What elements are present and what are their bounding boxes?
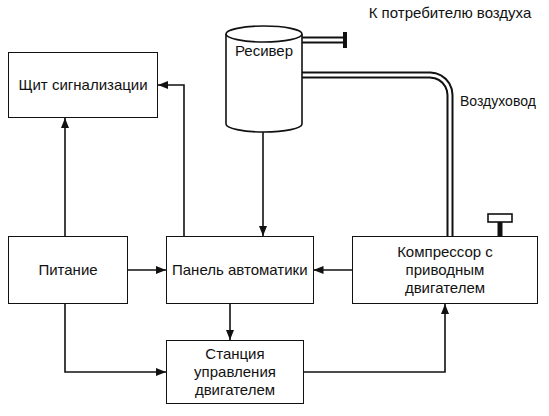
outlet-pipe (300, 37, 345, 44)
compressor-box: Компрессор с приводным двигателем (352, 236, 538, 304)
node-label: Ресивер (235, 42, 293, 60)
valve-stem (498, 222, 503, 236)
automation-panel: Панель автоматики (166, 236, 314, 304)
node-label: Компрессор с приводным двигателем (370, 243, 520, 297)
signal-arrow (314, 270, 352, 271)
node-label: Питание (38, 261, 97, 279)
outlet-pipe-inner (300, 39, 344, 42)
power-supply: Питание (8, 236, 128, 304)
signal-arrow (65, 118, 66, 236)
duct-label: Воздуховод (460, 92, 536, 110)
signal-arrow (263, 132, 264, 236)
motor-control-station: Станция управления двигателем (166, 340, 304, 404)
cylinder-outline (226, 26, 302, 132)
node-label: Панель автоматики (172, 261, 308, 279)
alarm-panel: Щит сигнализации (8, 52, 158, 118)
signal-arrow (304, 304, 445, 372)
signal-arrow (230, 304, 231, 340)
node-label: Станция управления двигателем (175, 345, 295, 399)
receiver-tank: Ресивер (226, 26, 302, 132)
pipe-flange (343, 32, 347, 48)
consumer-label: К потребителю воздуха (360, 4, 540, 22)
node-label: Щит сигнализации (18, 76, 147, 94)
air-duct (301, 75, 450, 236)
signal-arrow (158, 85, 184, 236)
signal-arrow (65, 304, 166, 372)
valve-handle (488, 214, 512, 222)
signal-arrow (128, 270, 166, 271)
